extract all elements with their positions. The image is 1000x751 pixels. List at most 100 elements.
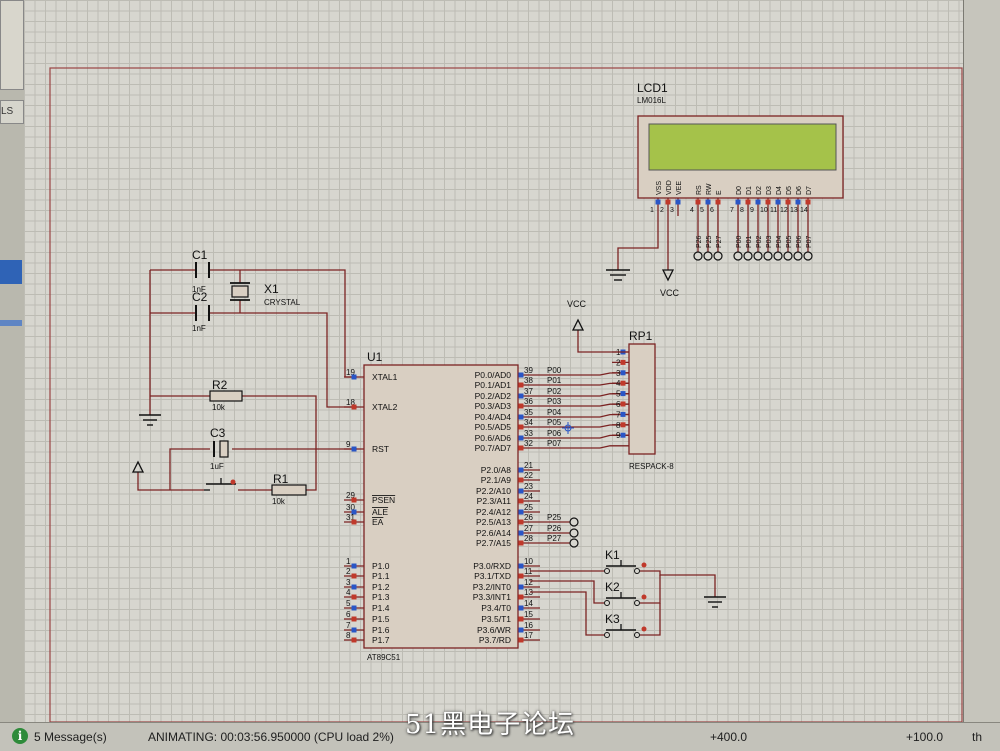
u1-pin-number: 30 (346, 503, 355, 512)
lcd-pin-number: 1 (650, 207, 654, 214)
u1-pin-name: P2.7/A15 (476, 538, 511, 548)
u1-pin-number: 15 (524, 610, 533, 619)
u1-pin-name: P2.4/A12 (476, 507, 511, 517)
lcd-terminal[interactable] (733, 251, 743, 261)
devices-tab[interactable]: LS (0, 100, 24, 124)
u1-pin-number: 25 (524, 503, 533, 512)
port2-terminal[interactable] (569, 528, 579, 538)
key-k1[interactable]: K1 (604, 548, 647, 574)
lcd1-screen (648, 123, 837, 171)
lcd-pin-number: 8 (740, 207, 744, 214)
lcd-pin-name: D5 (786, 186, 793, 195)
lcd-terminal[interactable] (753, 251, 763, 261)
svg-text:10k: 10k (272, 497, 286, 506)
u1-pin-name: P0.7/AD7 (475, 443, 512, 453)
u1-pin-name: P1.3 (372, 592, 390, 602)
pin-marker (351, 404, 357, 410)
svg-text:VCC: VCC (660, 288, 680, 298)
svg-text:R1: R1 (273, 472, 289, 486)
c2[interactable]: C2 1nF (192, 290, 210, 333)
u1-pin-number: 9 (346, 440, 351, 449)
pin-marker (620, 411, 626, 417)
port0-net-label: P07 (547, 439, 562, 448)
lcd-pin-number: 14 (800, 207, 808, 214)
lcd-pin-name: D3 (766, 186, 773, 195)
r2[interactable]: R2 10k (209, 378, 243, 412)
pin-marker (765, 199, 771, 205)
rp1-pin-number: 4 (616, 379, 621, 388)
lcd-terminal[interactable] (773, 251, 783, 261)
u1-pin-number: 28 (524, 534, 533, 543)
pin-marker (695, 199, 701, 205)
lcd1-part: LM016L (637, 96, 666, 105)
u1-pin-number: 23 (524, 482, 533, 491)
u1-pin-number: 27 (524, 524, 533, 533)
lcd-terminal[interactable] (713, 251, 723, 261)
c1[interactable]: C1 1nF (192, 248, 210, 294)
port2-net-label: P26 (547, 524, 562, 533)
lcd-terminal[interactable] (793, 251, 803, 261)
port2-terminal[interactable] (569, 538, 579, 548)
animation-status: ANIMATING: 00:03:56.950000 (CPU load 2%) (148, 730, 394, 744)
lcd-net-label: P07 (806, 235, 813, 248)
info-icon[interactable]: i (12, 728, 28, 744)
lcd-pin-name: D2 (756, 186, 763, 195)
u1-pin-number: 11 (524, 567, 533, 576)
pin-marker (795, 199, 801, 205)
r1[interactable]: R1 10k (271, 472, 307, 506)
u1-pin-number: 18 (346, 398, 355, 407)
pin-marker (775, 199, 781, 205)
key-label: K2 (605, 580, 620, 594)
lcd-terminal[interactable] (803, 251, 813, 261)
lcd-terminal[interactable] (693, 251, 703, 261)
key-k3[interactable]: K3 (604, 612, 647, 638)
lcd-net-label: P03 (766, 235, 773, 248)
lcd-terminal[interactable] (743, 251, 753, 261)
key-pin (604, 600, 610, 606)
lcd-terminal[interactable] (783, 251, 793, 261)
c3[interactable]: C3 1uF (210, 426, 229, 471)
selected-device-highlight[interactable] (0, 260, 22, 284)
lcd-terminal[interactable] (703, 251, 713, 261)
lcd-pin-number: 6 (710, 207, 714, 214)
right-scroll-panel[interactable] (963, 0, 1000, 722)
key-k2[interactable]: K2 (604, 580, 647, 606)
pin-marker (620, 401, 626, 407)
pin-marker (518, 403, 524, 409)
svg-text:C3: C3 (210, 426, 226, 440)
pin-marker (805, 199, 811, 205)
u1-pin-number: 34 (524, 418, 533, 427)
pin-marker (518, 530, 524, 536)
coord-y: +100.0 (906, 730, 944, 744)
u1-pin-name: P1.1 (372, 571, 390, 581)
svg-text:RP1: RP1 (629, 329, 653, 343)
port0-net-label: P01 (547, 376, 562, 385)
pin-marker (351, 519, 357, 525)
lcd-ground-symbol (606, 269, 630, 281)
pin-marker (665, 199, 671, 205)
message-count[interactable]: 5 Message(s) (34, 730, 107, 744)
pin-marker (620, 370, 626, 376)
svg-text:CRYSTAL: CRYSTAL (264, 298, 301, 307)
pin-marker (518, 540, 524, 546)
u1-pin-name: XTAL1 (372, 372, 398, 382)
lcd-pin-name: VSS (656, 181, 663, 195)
reset-button[interactable] (204, 478, 236, 491)
x1-crystal[interactable]: X1 CRYSTAL (230, 282, 301, 307)
u1-pin-number: 26 (524, 513, 533, 522)
key-state-dot (641, 594, 647, 600)
lcd-terminal[interactable] (763, 251, 773, 261)
lcd-pin-name: RS (696, 185, 703, 195)
lcd1[interactable]: LCD1 LM016L VSS1VDD2VEE3RS4RW5E6D07D18D2… (637, 81, 844, 261)
lcd-pin-number: 9 (750, 207, 754, 214)
port2-terminal[interactable] (569, 517, 579, 527)
lcd-pin-number: 7 (730, 207, 734, 214)
schematic-canvas[interactable]: LCD1 LM016L VSS1VDD2VEE3RS4RW5E6D07D18D2… (24, 0, 964, 722)
